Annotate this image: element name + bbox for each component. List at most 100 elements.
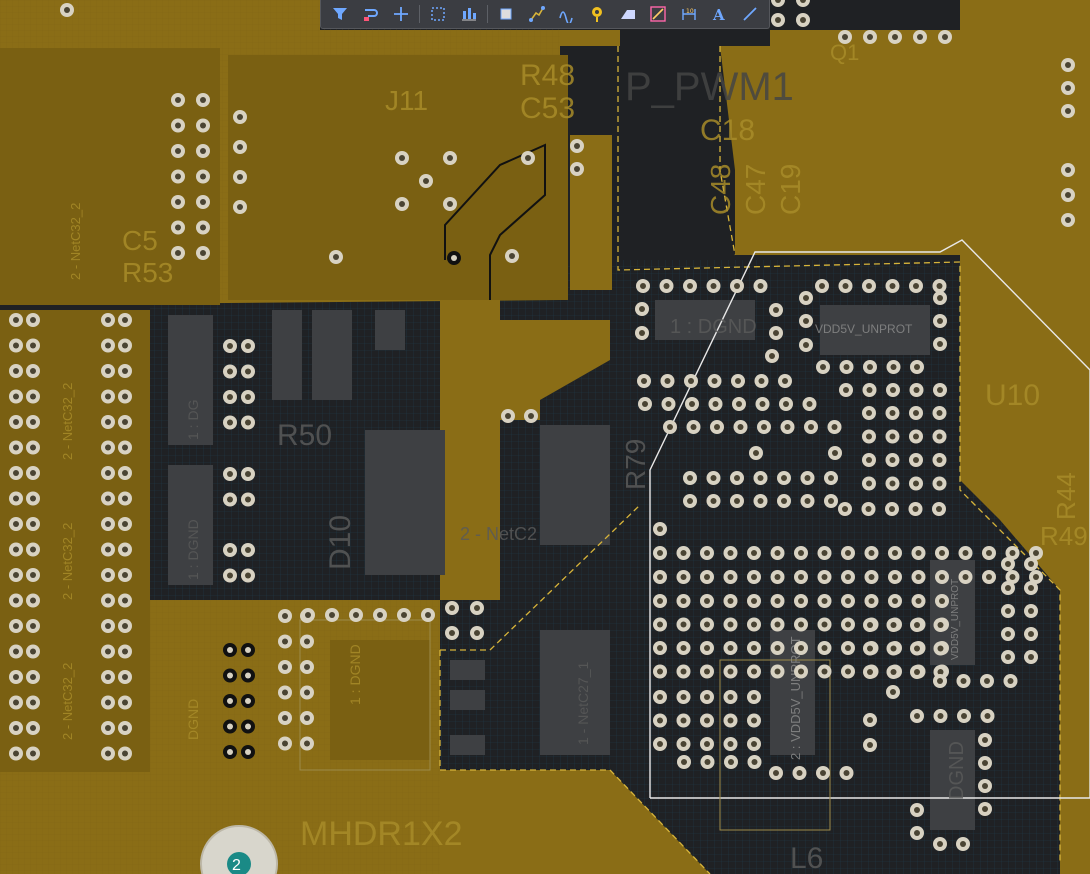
pad-hole (890, 669, 897, 675)
pad-hole (447, 155, 453, 161)
place-component-button[interactable] (493, 2, 519, 26)
label-r79: R79 (620, 439, 651, 490)
pad-hole (775, 0, 781, 3)
pad-hole (13, 546, 19, 553)
dimension-button[interactable]: 10 (676, 2, 702, 26)
filter-button[interactable] (327, 2, 353, 26)
via-button[interactable] (584, 2, 610, 26)
text-button[interactable]: A (706, 2, 732, 26)
pad-hole (913, 387, 920, 393)
pad-hole (727, 574, 734, 580)
line-button[interactable] (737, 2, 763, 26)
label-u10: U10 (985, 379, 1040, 412)
pad-hole (845, 550, 851, 556)
pad-hole (710, 475, 717, 481)
pad-hole (447, 201, 453, 207)
pad-hole (1005, 631, 1011, 637)
pad-hole (917, 34, 923, 40)
net-c27: 1 - NetC27_1 (575, 662, 591, 745)
pad-hole (781, 498, 787, 504)
diff-pair-button[interactable] (554, 2, 580, 26)
pad-hole (105, 648, 111, 655)
label-r49: R49 (1040, 521, 1088, 551)
pad[interactable] (771, 0, 785, 7)
pad-hole (936, 480, 943, 487)
pad-hole (1065, 192, 1071, 198)
net-vdd5v-a: VDD5V_UNPROT (815, 322, 913, 336)
route-button[interactable] (524, 2, 550, 26)
pad-hole (13, 623, 19, 629)
pad-layer[interactable] (9, 0, 1075, 851)
pad-hole (1065, 217, 1071, 223)
pad-hole (105, 597, 111, 604)
pad-hole (866, 410, 872, 416)
pad-hole (798, 645, 804, 651)
pad-hole (245, 419, 251, 426)
pad-hole (751, 694, 757, 700)
pad-hole (751, 717, 757, 724)
pad-hole (821, 550, 828, 556)
pad-hole (13, 750, 19, 757)
pad-hole (914, 713, 920, 719)
pad-hole (759, 401, 766, 407)
pad-hole (1028, 654, 1034, 660)
pad-hole (843, 387, 849, 393)
pad-hole (704, 741, 710, 747)
pad-hole (657, 741, 663, 747)
pad-hole (984, 713, 991, 719)
pad-hole (751, 621, 757, 628)
pad-hole (831, 424, 838, 430)
pad-hole (200, 199, 206, 205)
pad-hole (680, 741, 687, 747)
pad-hole (245, 496, 251, 503)
pad-hole (1005, 561, 1011, 567)
pad-hole (657, 526, 663, 532)
pad-hole (867, 364, 873, 370)
pad-hole (423, 178, 429, 184)
pad-hole (758, 378, 765, 384)
pad-hole (783, 401, 789, 407)
pad-hole (1007, 678, 1014, 684)
pad-hole (227, 419, 233, 426)
pad-hole (30, 495, 36, 502)
pad-hole (892, 34, 898, 40)
pad-hole (1009, 574, 1016, 580)
pad-hole (734, 475, 740, 481)
pad[interactable] (796, 0, 810, 7)
keepout-button[interactable] (645, 2, 671, 26)
move-button[interactable] (388, 2, 414, 26)
select-area-button[interactable] (425, 2, 451, 26)
polygon-button[interactable] (615, 2, 641, 26)
pad-hole (13, 725, 19, 731)
route-icon (528, 6, 545, 22)
pad-hole (227, 572, 233, 579)
pad-hole (727, 694, 734, 700)
pad-hole (175, 148, 181, 154)
pad-hole (913, 480, 919, 487)
pad-hole (866, 387, 873, 393)
pad-hole (282, 638, 288, 645)
pad-hole (939, 598, 945, 604)
pad-hole (1065, 62, 1071, 68)
align-button[interactable] (456, 2, 482, 26)
pad-hole (751, 759, 758, 765)
route-select-button[interactable] (357, 2, 383, 26)
pad-hole (986, 574, 992, 580)
pad-hole (657, 645, 663, 651)
pad-hole (105, 521, 111, 527)
pad-hole (105, 342, 111, 349)
label-c18: C18 (700, 114, 755, 147)
pad-hole (1009, 550, 1016, 556)
pad-hole (821, 645, 828, 651)
svg-text:10: 10 (686, 8, 694, 15)
pad-hole (727, 550, 734, 556)
pad-hole (1028, 608, 1034, 614)
pad-hole (937, 841, 943, 847)
pad-hole (282, 664, 288, 670)
pad-hole (889, 457, 896, 463)
pad-hole (175, 224, 181, 231)
pad-hole (681, 759, 687, 765)
label-c47: C47 (740, 164, 771, 215)
pad-hole (1005, 608, 1011, 614)
